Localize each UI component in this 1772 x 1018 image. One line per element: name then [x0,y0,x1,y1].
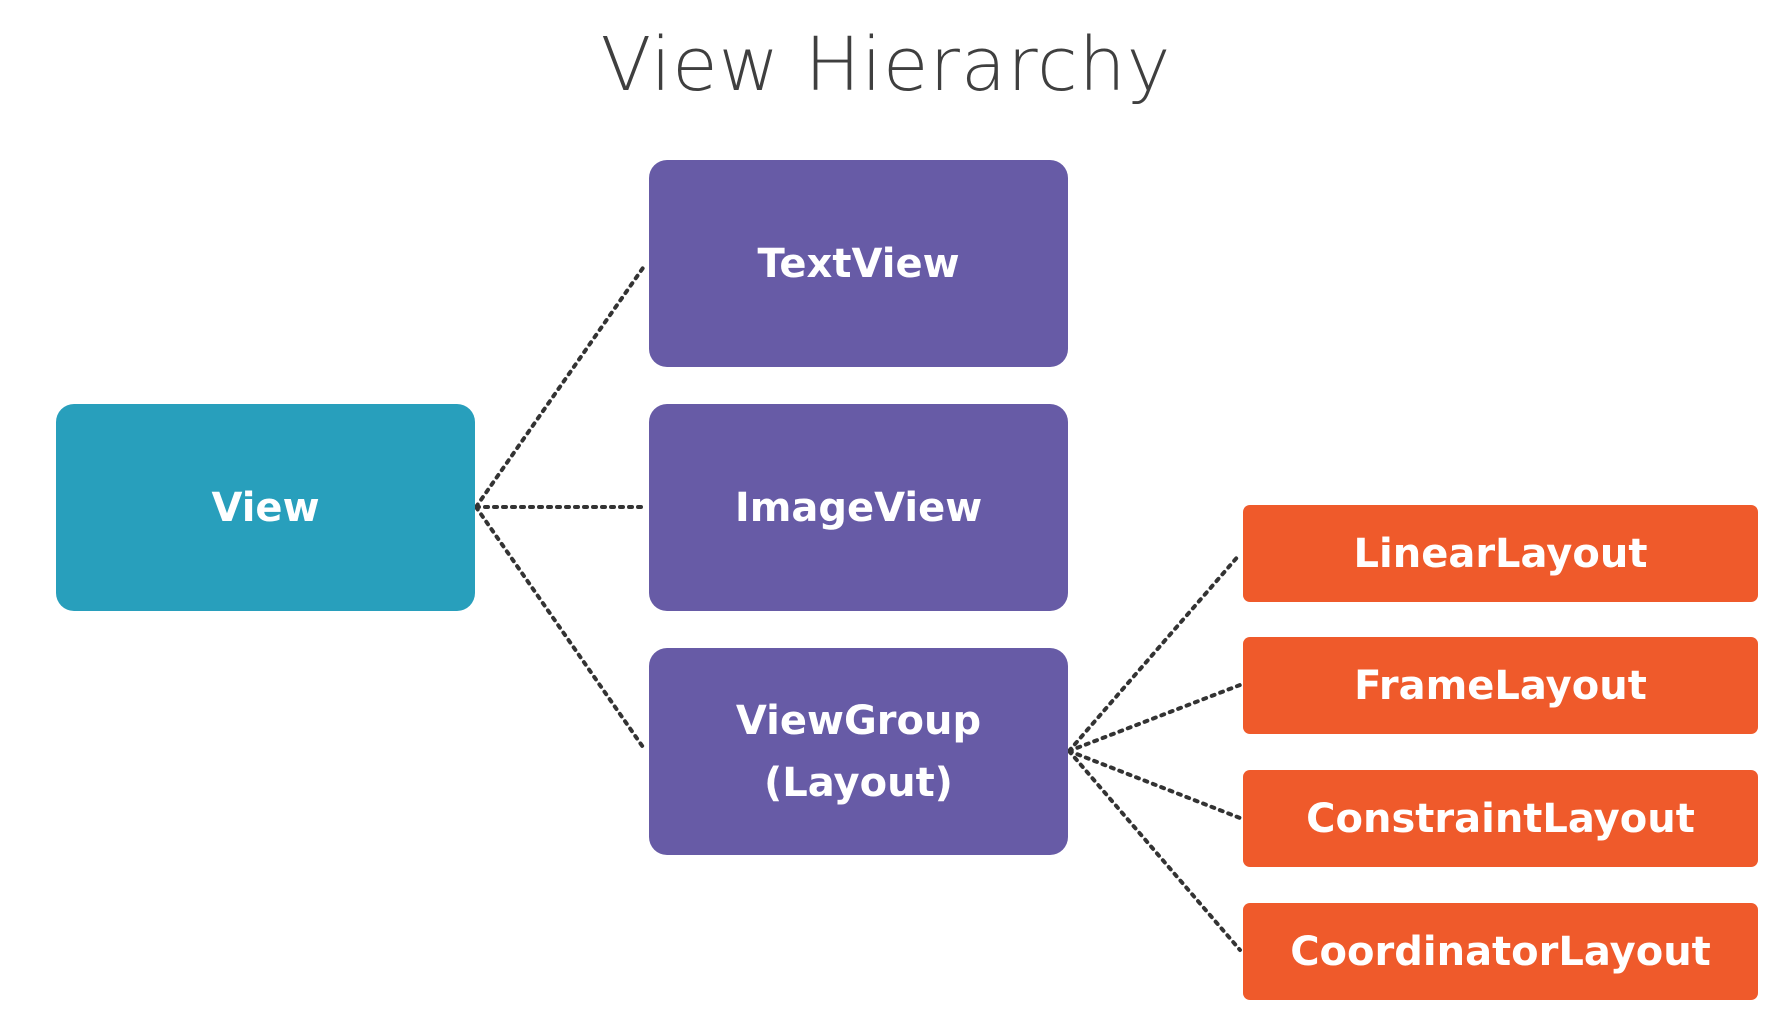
connector-viewgroup-constraintlayout [1067,749,1242,820]
node-framelayout: FrameLayout [1243,637,1758,734]
node-textview: TextView [649,160,1068,367]
diagram-title: View Hierarchy [600,22,1172,108]
connector-view-textview [474,263,647,509]
node-imageview-label: ImageView [734,484,983,531]
node-viewgroup-sublabel: (Layout) [764,759,953,806]
node-view-label: View [211,484,320,531]
node-coordinatorlayout: CoordinatorLayout [1243,903,1758,1000]
node-framelayout-label: FrameLayout [1354,662,1647,709]
connector-viewgroup-coordinatorlayout [1067,749,1242,952]
connector-viewgroup-framelayout [1067,683,1242,753]
connector-view-viewgroup [474,505,647,752]
node-coordinatorlayout-label: CoordinatorLayout [1290,928,1711,975]
node-constraintlayout: ConstraintLayout [1243,770,1758,867]
node-linearlayout-label: LinearLayout [1353,530,1648,577]
node-viewgroup-label: ViewGroup [735,697,982,744]
node-textview-label: TextView [757,240,960,287]
node-viewgroup: ViewGroup (Layout) [649,648,1068,855]
connector-viewgroup-linearlayout [1067,552,1242,753]
node-linearlayout: LinearLayout [1243,505,1758,602]
node-constraintlayout-label: ConstraintLayout [1306,795,1695,842]
node-view: View [56,404,475,611]
node-imageview: ImageView [649,404,1068,611]
